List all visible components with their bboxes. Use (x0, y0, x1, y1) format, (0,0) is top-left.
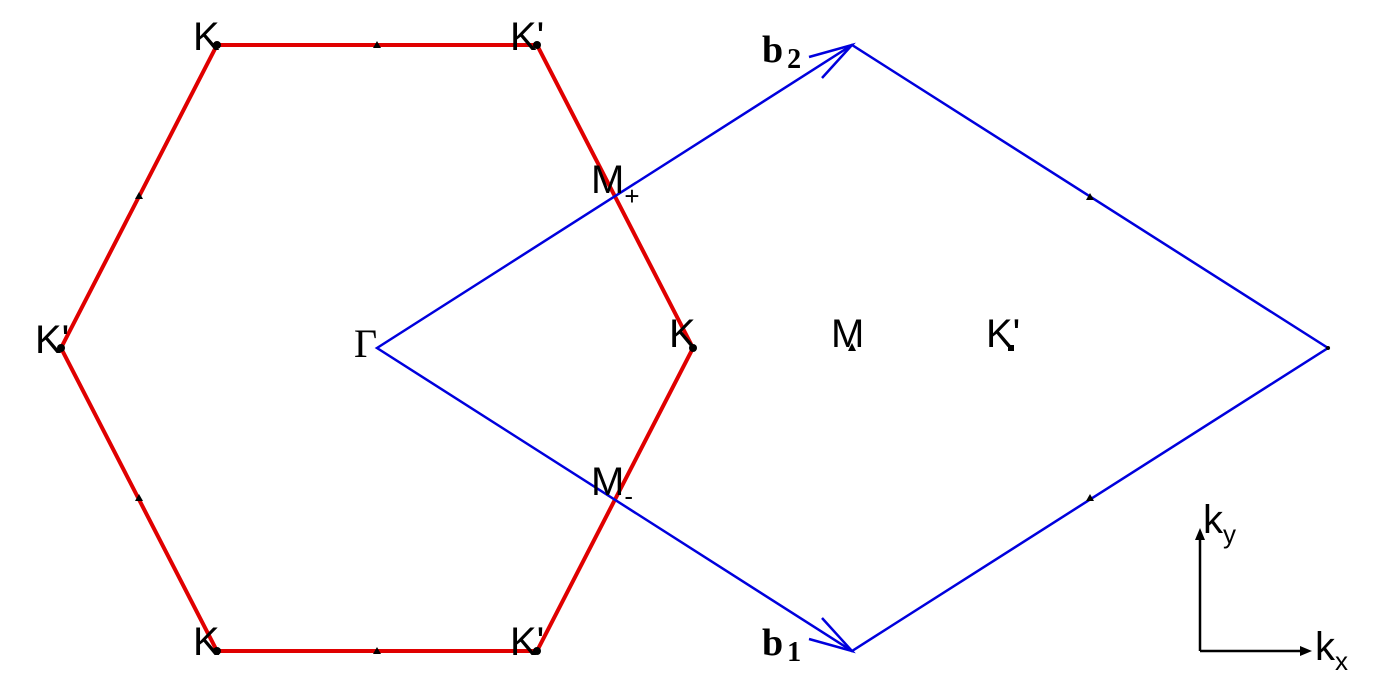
label-ky-base: k (1203, 498, 1224, 542)
label-m-plus-sub: + (624, 181, 639, 211)
label-kp-top-right: K' (510, 15, 544, 59)
rhomb-edge-marker-lower-right (1086, 494, 1094, 501)
label-kx-base: k (1315, 625, 1336, 669)
kp-center-point-marker (1008, 345, 1014, 351)
rhomb-vertex-dot-right (1326, 346, 1330, 350)
label-kp-center: K' (986, 312, 1020, 356)
vertex-dot-k-bottom-left (213, 647, 221, 655)
label-m-minus-base: M (591, 460, 624, 504)
b1-arrowhead (808, 617, 856, 654)
label-kp-bottom-right: K' (510, 620, 544, 664)
vertex-dot-k-top-left (213, 41, 221, 49)
label-b1-sub: 1 (787, 637, 801, 668)
hex-edge-marker-lower-left (135, 494, 143, 501)
label-k-top-left: K (193, 15, 220, 59)
label-m-minus-sub: - (624, 481, 633, 511)
label-m-center: M (831, 312, 864, 356)
kx-axis-arrowhead (1300, 646, 1312, 656)
vertex-dot-k-right (689, 344, 697, 352)
hex-edge-marker-bottom (373, 647, 381, 654)
vertex-dot-kp-bottom-right (533, 647, 541, 655)
label-m-minus: M- (591, 460, 633, 511)
hex-edge-marker-top (373, 41, 381, 48)
b2-arrowhead (808, 42, 856, 79)
m-point-marker (848, 343, 856, 351)
label-ky-sub: y (1223, 519, 1236, 549)
ky-axis-arrowhead (1195, 528, 1205, 540)
label-b2-sub: 2 (787, 44, 801, 75)
label-b2-base: b (762, 29, 783, 71)
vertex-dot-kp-left (57, 344, 65, 352)
label-gamma: Γ (354, 321, 377, 366)
label-k-bottom-left: K (193, 620, 220, 664)
label-b1-base: b (762, 622, 783, 664)
label-m-plus-base: M (591, 158, 624, 202)
vertex-dot-kp-top-right (533, 41, 541, 49)
label-kp-left: K' (35, 318, 69, 362)
label-m-plus: M+ (591, 158, 640, 211)
label-k-right: K (669, 312, 696, 356)
hex-edge-marker-upper-left (135, 192, 143, 199)
label-ky: ky (1203, 498, 1236, 549)
label-kx: kx (1315, 625, 1348, 676)
rhomb-edge-marker-upper-right (1086, 193, 1094, 200)
label-kx-sub: x (1335, 646, 1348, 676)
